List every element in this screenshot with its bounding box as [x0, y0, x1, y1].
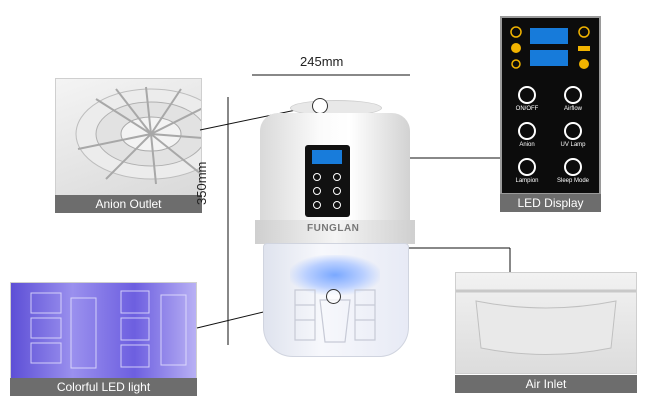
brand-logo: FUNGLAN: [307, 223, 360, 234]
uv-lamp-icon: [564, 122, 582, 140]
panel-button-sleep-mode[interactable]: Sleep Mode: [556, 158, 590, 184]
lamp-small-icon: [511, 59, 521, 69]
panel-button-airflow[interactable]: Airflow: [558, 86, 588, 112]
fan-small-icon: [578, 26, 590, 38]
front-control-panel: [305, 145, 350, 217]
uv-small-icon: [578, 46, 590, 51]
blue-led-glow: [290, 255, 380, 295]
panel-button-onoff[interactable]: ON/OFF: [512, 86, 542, 112]
fan-icon: [564, 86, 582, 104]
fan-grille-icon: [75, 86, 201, 185]
height-dimension-label: 350mm: [194, 161, 209, 205]
power-icon: [518, 86, 536, 104]
led-screen-bottom: [530, 50, 568, 66]
tank-structure: [294, 289, 376, 343]
colorful-led-photo: [10, 282, 197, 379]
panel-button-anion[interactable]: Anion: [512, 122, 542, 148]
anion-small-icon: [511, 43, 521, 53]
air-inlet-photo: [455, 272, 637, 374]
caption-led-display: LED Display: [500, 194, 601, 212]
panel-button-lampion[interactable]: Lampion: [512, 158, 542, 184]
moon-small-icon: [579, 59, 589, 69]
anion-outlet-marker: [312, 98, 328, 114]
caption-anion-outlet: Anion Outlet: [55, 195, 202, 213]
anion-outlet-photo: [55, 78, 202, 197]
led-display-panel: ON/OFF Airflow Anion UV Lamp Lampion Sle…: [500, 16, 601, 195]
power-small-icon: [510, 26, 522, 38]
caption-colorful-led: Colorful LED light: [10, 378, 197, 396]
caption-air-inlet: Air Inlet: [455, 375, 637, 393]
led-light-marker: [326, 289, 341, 304]
purifier-product: FUNGLAN: [255, 95, 415, 360]
led-screen-top: [530, 28, 568, 44]
moon-icon: [564, 158, 582, 176]
width-dimension-label: 245mm: [300, 54, 344, 69]
anion-icon: [518, 122, 536, 140]
lamp-icon: [518, 158, 536, 176]
brand-band: [255, 220, 415, 244]
panel-button-uv-lamp[interactable]: UV Lamp: [558, 122, 588, 148]
